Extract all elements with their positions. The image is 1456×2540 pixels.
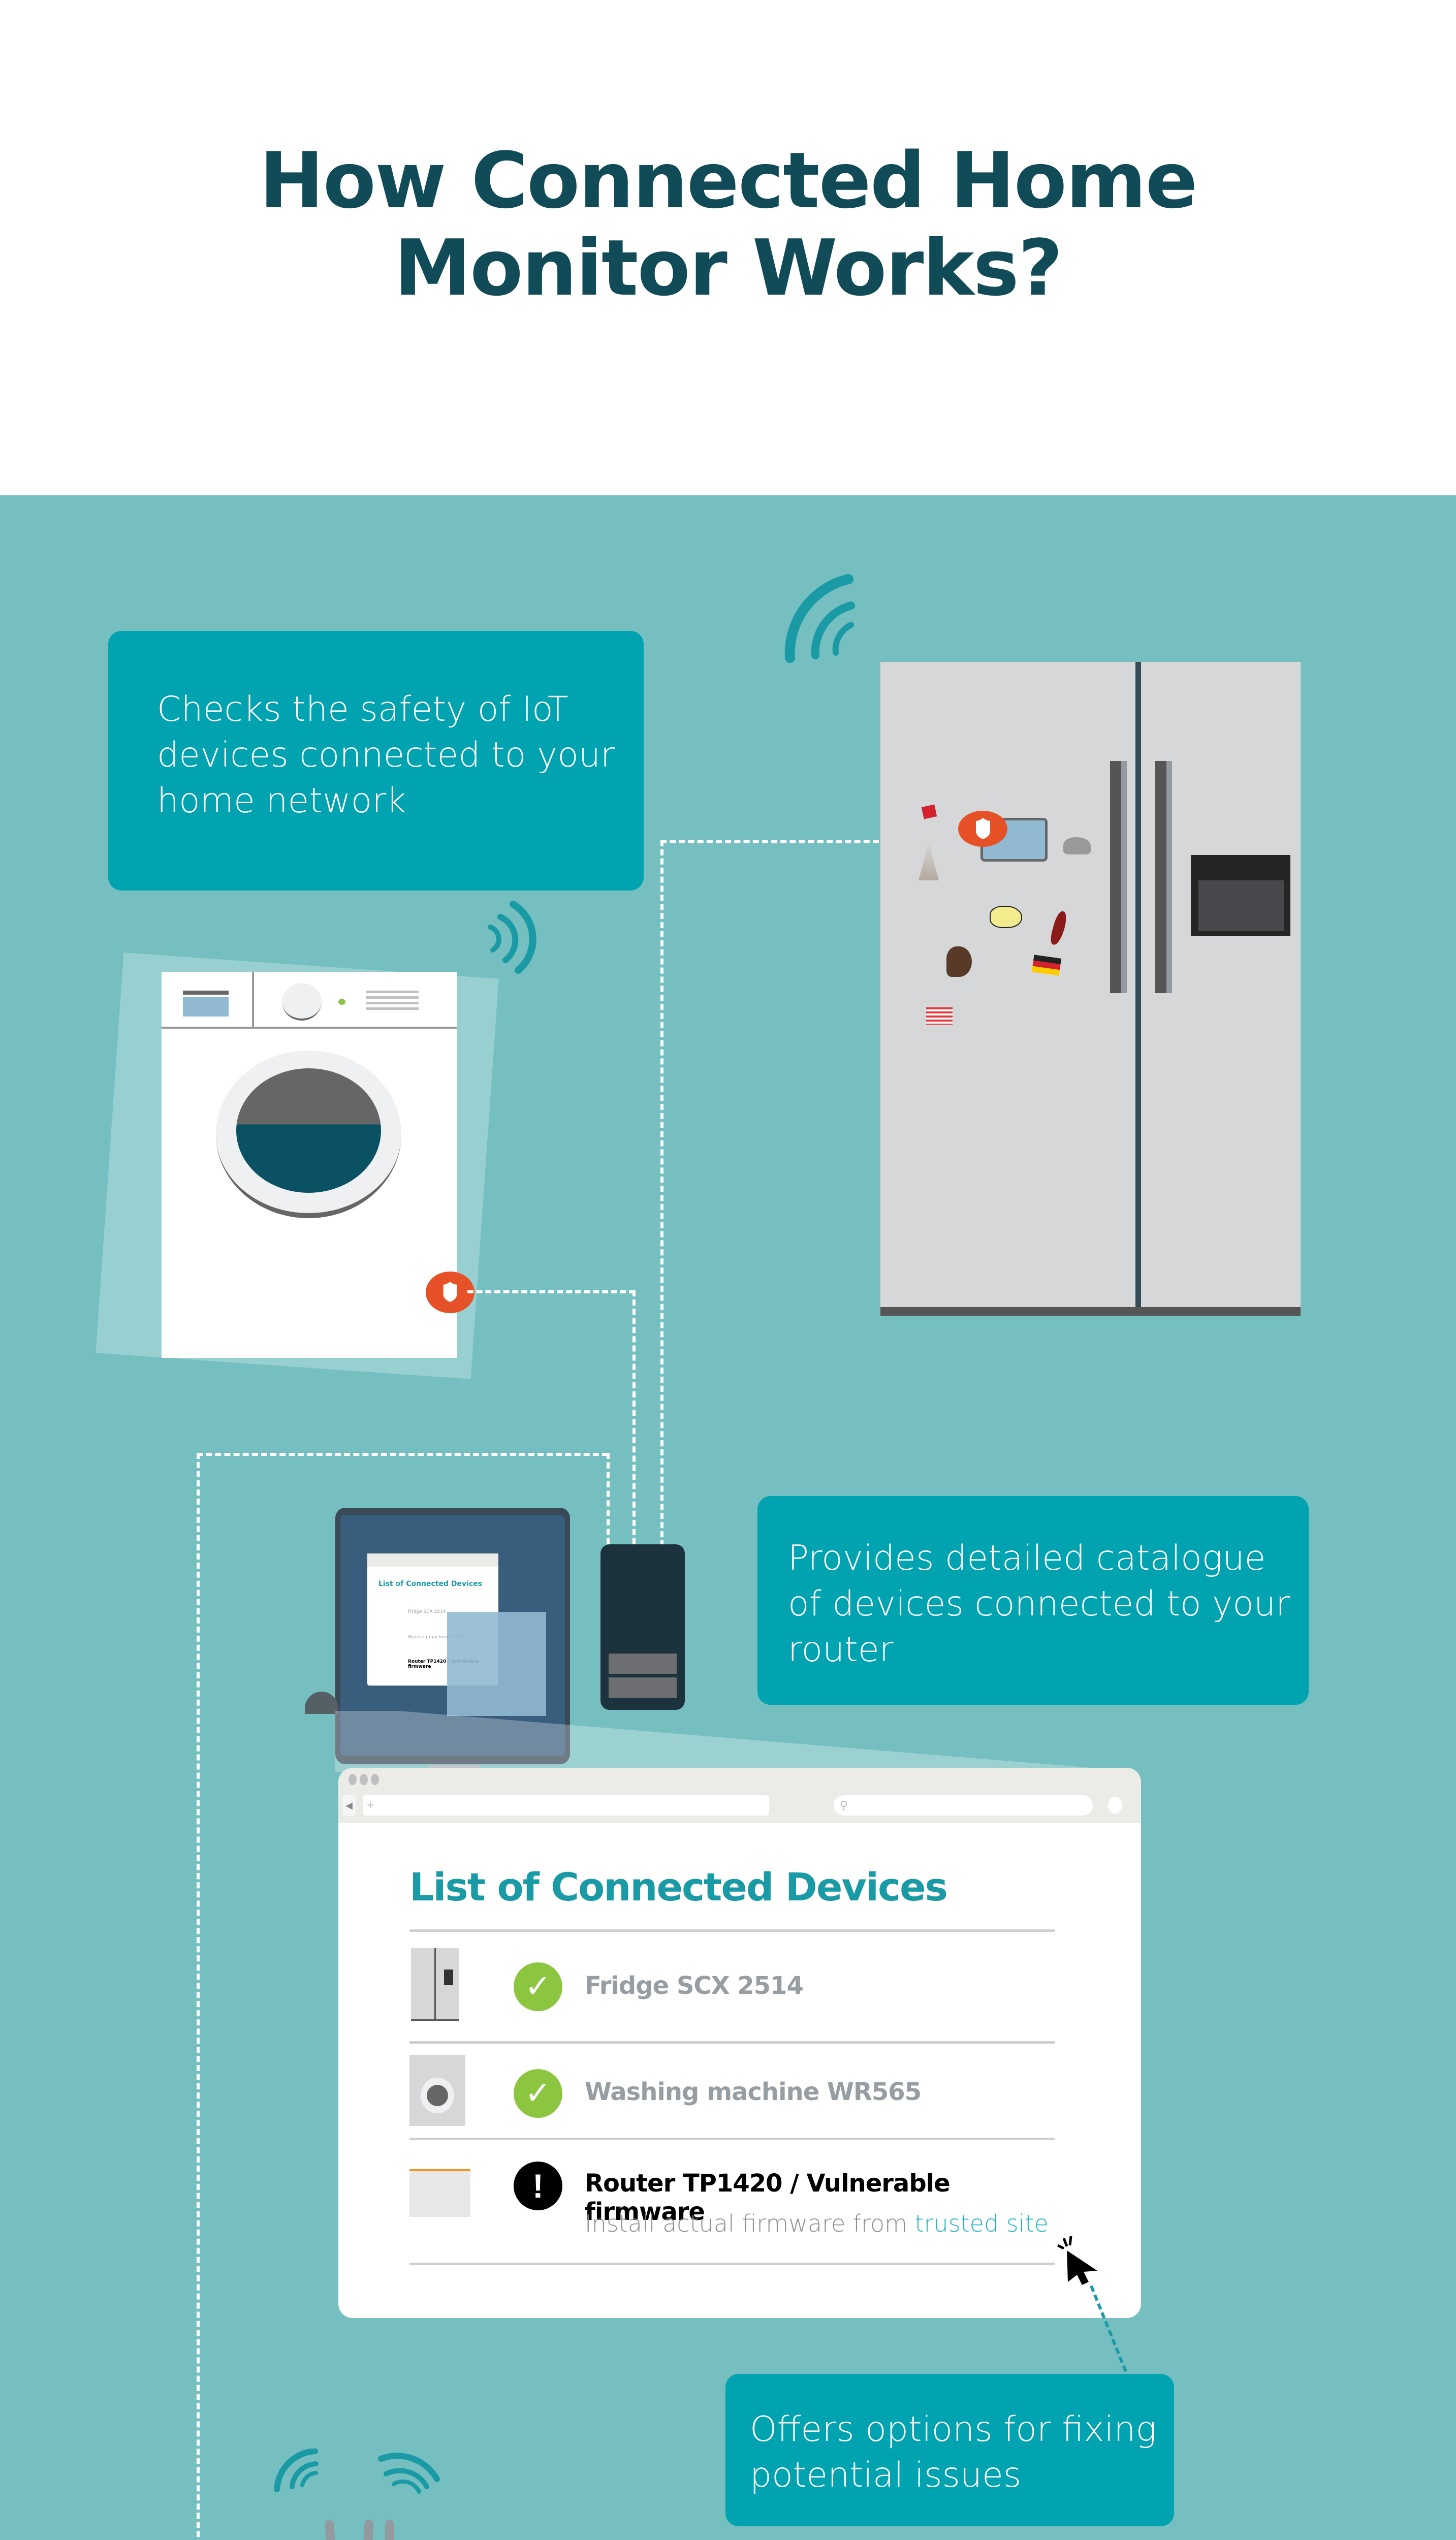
monitor-row: Router TP1420 / Vulnerable firmware — [408, 1659, 479, 1669]
monitor-illustration: List of Connected Devices Fridge SCX 251… — [335, 1508, 570, 1764]
device-name: Router TP1420 / Vulnerable firmware — [585, 2169, 951, 2226]
divider — [409, 1929, 1055, 1932]
callout-text: potential issues — [750, 2455, 1022, 2495]
pc-tower-illustration — [600, 1544, 685, 1710]
router-antenna — [385, 2520, 394, 2540]
washer-door — [216, 1051, 401, 1218]
elephant-magnet-icon — [1063, 837, 1091, 854]
list-heading: List of Connected Devices — [409, 1864, 948, 1910]
connection-line — [607, 1453, 610, 1544]
chili-magnet-icon — [1049, 910, 1069, 946]
plus-icon: + — [367, 1798, 374, 1812]
connection-line — [467, 1290, 635, 1293]
callout-text: devices connected to your — [157, 735, 615, 775]
ice-dispenser — [1191, 855, 1290, 936]
wifi-icon — [488, 901, 536, 974]
menu-button[interactable] — [1108, 1797, 1122, 1814]
back-button[interactable]: ◀ — [342, 1795, 356, 1816]
hint-text: Install actual firmware from — [585, 2210, 915, 2237]
monitor-heading: List of Connected Devices — [378, 1580, 483, 1588]
title-line-2: Monitor Works? — [394, 223, 1063, 313]
callout-fixing: Offers options for fixing potential issu… — [725, 2374, 1174, 2526]
back-arrow-icon: ◀ — [345, 1800, 353, 1811]
browser-toolbar: ◀ + ⚲ — [338, 1768, 1141, 1823]
status-ok-icon: ✓ — [514, 1962, 562, 2011]
device-name: Washing machine WR565 — [585, 2078, 922, 2106]
connection-line — [197, 1453, 200, 2540]
callout-text: home network — [157, 781, 406, 821]
device-name: Fridge SCX 2514 — [585, 1972, 804, 2000]
callout-text: Checks the safety of IoT — [157, 689, 568, 729]
callout-iot-safety: Checks the safety of IoT devices connect… — [108, 631, 644, 891]
shield-badge-icon — [426, 1272, 474, 1313]
connection-line — [632, 1290, 636, 1544]
connection-line — [660, 840, 879, 843]
fridge-icon — [411, 1948, 459, 2021]
window-dot — [349, 1774, 357, 1785]
page-title: How Connected Home Monitor Works? — [0, 137, 1456, 312]
connection-line — [660, 840, 663, 1546]
divider — [409, 2263, 1055, 2265]
germany-flag-magnet-icon — [1031, 955, 1062, 976]
address-bar[interactable]: + — [363, 1795, 769, 1816]
washing-machine-icon — [409, 2055, 465, 2126]
eiffel-tower-magnet-icon — [919, 842, 939, 880]
washing-machine-illustration — [162, 972, 474, 1358]
window-dot — [371, 1774, 379, 1785]
swiss-flag-magnet-icon — [921, 804, 937, 819]
browser-window: ◀ + ⚲ List of Connected Devices ✓ Fridge… — [338, 1768, 1141, 2318]
device-row-washing-machine[interactable]: ✓ Washing machine WR565 — [409, 2045, 1055, 2131]
fridge-illustration — [880, 662, 1301, 1316]
status-warning-icon: ! — [514, 2162, 562, 2210]
mouse-cursor-icon — [1057, 2236, 1097, 2285]
divider — [409, 2041, 1055, 2044]
window-dot — [360, 1774, 368, 1785]
status-ok-icon: ✓ — [514, 2069, 562, 2118]
wifi-icon — [784, 574, 855, 663]
router-icon — [409, 2169, 470, 2217]
usa-flag-magnet-icon — [926, 1007, 953, 1025]
callout-catalogue: Provides detailed catalogue of devices c… — [757, 1496, 1309, 1705]
connection-line — [197, 1453, 608, 1456]
wifi-icon — [274, 2449, 440, 2494]
title-line-1: How Connected Home — [259, 136, 1197, 226]
device-row-fridge[interactable]: ✓ Fridge SCX 2514 — [409, 1933, 1055, 2021]
australia-magnet-icon — [990, 906, 1022, 928]
header — [0, 0, 1456, 495]
callout-text: router — [788, 1630, 894, 1670]
shield-badge-icon — [958, 811, 1007, 847]
callout-text: of devices connected to your — [788, 1584, 1290, 1624]
monitor-row: Washing machine WR565 — [408, 1635, 466, 1640]
divider — [409, 2138, 1055, 2140]
device-hint: Install actual firmware from trusted sit… — [585, 2210, 1049, 2237]
search-bar[interactable]: ⚲ — [834, 1795, 1093, 1816]
africa-magnet-icon — [946, 946, 972, 977]
callout-text: Offers options for fixing — [750, 2409, 1157, 2450]
trusted-site-link[interactable]: trusted site — [914, 2210, 1049, 2237]
callout-text: Provides detailed catalogue — [788, 1538, 1266, 1578]
monitor-row: Fridge SCX 2514 — [408, 1609, 446, 1614]
device-row-router[interactable]: ! Router TP1420 / Vulnerable firmware In… — [409, 2141, 1055, 2258]
search-icon: ⚲ — [840, 1799, 848, 1812]
